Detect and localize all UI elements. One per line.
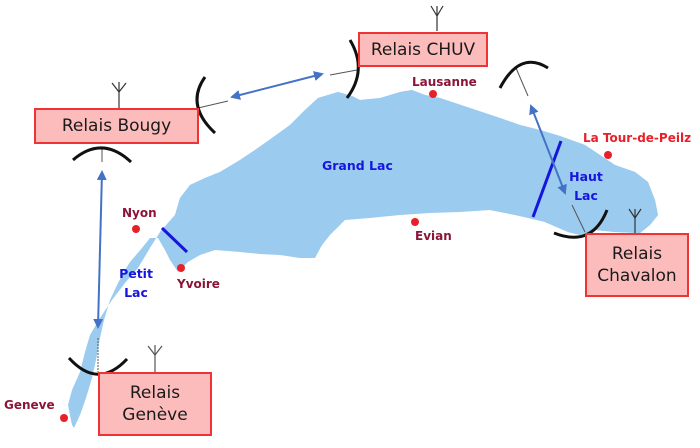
zone-label-text: Petit Lac bbox=[119, 266, 153, 300]
petit-lac-divider bbox=[160, 226, 189, 254]
city-dot-nyon bbox=[132, 225, 140, 233]
south-shore bbox=[325, 212, 560, 272]
link-bougy-chuv bbox=[230, 71, 324, 100]
relay-box-chavalon[interactable]: Relais Chavalon bbox=[585, 233, 689, 297]
chuv-west-axis bbox=[329, 69, 358, 76]
relay-label: Relais Bougy bbox=[61, 116, 172, 136]
dish-chuv-west bbox=[345, 39, 360, 99]
zone-label-haut-lac: Haut Lac bbox=[568, 167, 604, 205]
chavalon-axis bbox=[571, 204, 586, 233]
link-bougy-geneve bbox=[93, 170, 107, 329]
relay-label: Relais CHUV bbox=[370, 39, 476, 60]
zone-label-petit-lac: Petit Lac bbox=[117, 264, 155, 302]
city-label-nyon: Nyon bbox=[122, 206, 157, 220]
dish-bougy-east bbox=[195, 76, 217, 135]
city-label-yvoire: Yvoire bbox=[177, 277, 220, 291]
relay-box-geneve[interactable]: Relais Genève bbox=[98, 372, 212, 436]
antenna-icon-chuv bbox=[430, 5, 444, 31]
city-label-la-tour-de-peilz: La Tour-de-Peilz bbox=[583, 131, 692, 145]
relay-label: Relais Genève bbox=[122, 383, 188, 425]
zone-label-grand-lac: Grand Lac bbox=[322, 158, 393, 173]
city-dot-geneve bbox=[60, 414, 68, 422]
city-label-evian: Evian bbox=[415, 229, 452, 243]
chuv-east-axis bbox=[515, 67, 529, 97]
city-label-geneve: Geneve bbox=[4, 398, 55, 412]
city-dot-lausanne bbox=[429, 90, 437, 98]
relay-label: Relais Chavalon bbox=[597, 244, 677, 286]
city-dot-la-tour-de-peilz bbox=[604, 151, 612, 159]
dish-bougy-south bbox=[72, 146, 133, 164]
city-label-lausanne: Lausanne bbox=[412, 75, 477, 89]
city-dot-evian bbox=[411, 218, 419, 226]
antenna-icon-bougy bbox=[111, 82, 127, 108]
relay-box-bougy[interactable]: Relais Bougy bbox=[34, 108, 199, 144]
relay-box-chuv[interactable]: Relais CHUV bbox=[358, 32, 488, 67]
city-dot-yvoire bbox=[177, 264, 185, 272]
south-shore-west bbox=[178, 251, 322, 300]
antenna-icon-chavalon bbox=[628, 208, 642, 233]
bougy-east-axis bbox=[197, 100, 229, 109]
antenna-icon-geneve bbox=[147, 345, 163, 372]
zone-label-text: Haut Lac bbox=[569, 169, 603, 203]
dish-chuv-east bbox=[498, 60, 549, 89]
link-chuv-chavalon bbox=[529, 104, 567, 195]
